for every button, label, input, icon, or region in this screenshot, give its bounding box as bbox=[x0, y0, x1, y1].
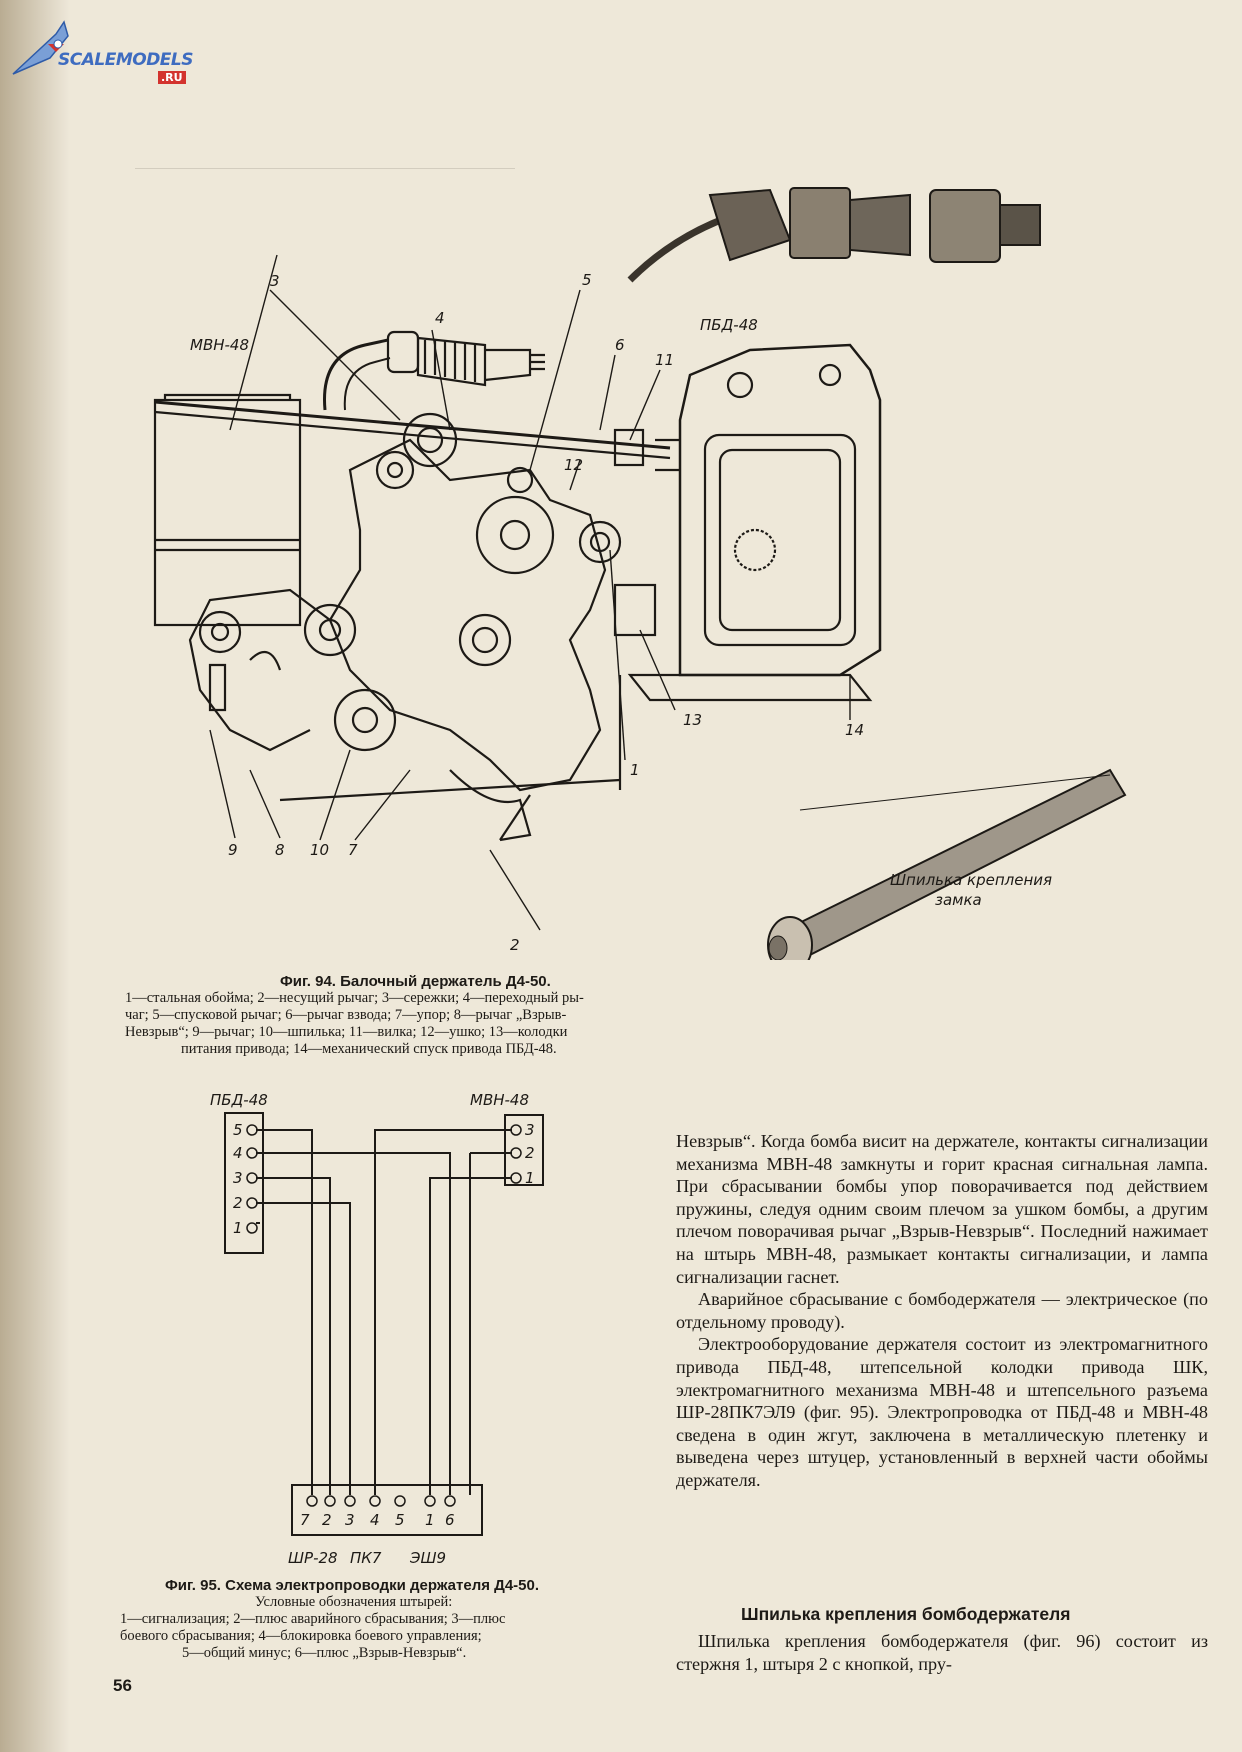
figure-94-caption: Фиг. 94. Балочный держатель Д4-50. 1—ста… bbox=[125, 973, 765, 1058]
label-6: 6 bbox=[615, 336, 625, 354]
pbd-pin-2: 2 bbox=[233, 1194, 243, 1212]
shr-pin-2: 2 bbox=[322, 1511, 332, 1529]
label-11: 11 bbox=[655, 351, 674, 369]
pin-label-line1: Шпилька крепления bbox=[890, 871, 1052, 889]
label-14: 14 bbox=[845, 721, 864, 739]
bleed-through-left bbox=[135, 168, 515, 329]
label-8: 8 bbox=[275, 841, 285, 859]
shr-pin-5: 5 bbox=[395, 1511, 405, 1529]
label-12: 12 bbox=[564, 456, 583, 474]
pin-label-line2: замка bbox=[935, 891, 982, 909]
label-10: 10 bbox=[310, 841, 329, 859]
pbd-pin-4: 4 bbox=[233, 1144, 243, 1162]
paragraph-pin: Шпилька крепления бомбодержателя (фиг. 9… bbox=[676, 1631, 1208, 1674]
label-5: 5 bbox=[582, 271, 592, 289]
figure-94-caption-line3: Невзрыв“; 9—рычаг; 10—шпилька; 11—вилка;… bbox=[125, 1024, 568, 1040]
mvn-pin-2: 2 bbox=[525, 1144, 535, 1162]
body-text-column: Невзрыв“. Когда бомба висит на держателе… bbox=[676, 1130, 1208, 1492]
mounting-pin-illustration bbox=[767, 768, 1127, 960]
pbd-pin-5: 5 bbox=[233, 1121, 243, 1139]
shr28-connector-block bbox=[291, 1484, 483, 1536]
paragraph-signal: Невзрыв“. Когда бомба висит на держателе… bbox=[676, 1131, 1208, 1287]
figure-95-caption-line2: боевого сбрасывания; 4—блокировка боевог… bbox=[120, 1628, 482, 1644]
watermark-suffix: .RU bbox=[158, 71, 186, 84]
mvn-pin-3: 3 bbox=[525, 1121, 535, 1139]
label-1: 1 bbox=[630, 761, 640, 779]
figure-95-caption-line3: 5—общий минус; 6—плюс „Взрыв-Невзрыв“. bbox=[182, 1645, 467, 1661]
label-mvn48: МВН-48 bbox=[190, 336, 249, 354]
label-13: 13 bbox=[683, 711, 702, 729]
conn-label-shr28: ШР-28 bbox=[288, 1549, 338, 1567]
connector-detail bbox=[627, 187, 1041, 283]
figure-94-title: Фиг. 94. Балочный держатель Д4-50. bbox=[280, 973, 551, 990]
mvn48-connector-block bbox=[504, 1114, 544, 1186]
label-pbd48: ПБД-48 bbox=[700, 316, 758, 334]
watermark-name: SCALEMODELS bbox=[58, 50, 194, 70]
figure-95-caption: Фиг. 95. Схема электропроводки держателя… bbox=[120, 1577, 660, 1662]
figure-94-caption-line4: питания привода; 14—механический спуск п… bbox=[181, 1041, 557, 1057]
shr-pin-4: 4 bbox=[370, 1511, 380, 1529]
figure-95-title: Фиг. 95. Схема электропроводки держателя… bbox=[165, 1577, 540, 1594]
figure-94-caption-line1: 1—стальная обойма; 2—несущий рычаг; 3—се… bbox=[125, 990, 584, 1006]
conn-label-esh9: ЭШ9 bbox=[409, 1549, 446, 1567]
fig95-label-mvn48: МВН-48 bbox=[470, 1091, 529, 1109]
figure-94-drawing: МВН-48 3 4 5 6 11 ПБД-48 12 9 8 10 7 1 1… bbox=[153, 187, 1127, 960]
conn-label-pk7: ПК7 bbox=[350, 1549, 382, 1567]
fig95-label-pbd48: ПБД-48 bbox=[210, 1091, 268, 1109]
page-number: 56 bbox=[113, 1676, 132, 1695]
site-watermark-logo: SCALEMODELS .RU bbox=[8, 14, 194, 84]
mvn-pin-1: 1 bbox=[525, 1169, 535, 1187]
shr-pin-7: 7 bbox=[300, 1511, 310, 1529]
binding-shadow bbox=[0, 0, 70, 1752]
shr-pin-3: 3 bbox=[345, 1511, 355, 1529]
section-heading: Шпилька крепления бомбодержателя bbox=[741, 1604, 1071, 1624]
jet-icon bbox=[12, 20, 69, 75]
paragraph-electrical: Электрооборудование держателя состоит из… bbox=[676, 1334, 1208, 1490]
pbd-pin-1: 1 bbox=[233, 1219, 243, 1237]
shr-pin-1: 1 bbox=[425, 1511, 435, 1529]
shr-pin-6: 6 bbox=[445, 1511, 455, 1529]
figure-94-caption-line2: чаг; 5—спусковой рычаг; 6—рычаг взвода; … bbox=[125, 1007, 567, 1023]
body-text-continued: Шпилька крепления бомбодержателя (фиг. 9… bbox=[676, 1630, 1208, 1675]
label-7: 7 bbox=[348, 841, 358, 859]
paragraph-emergency: Аварийное сбрасывание с бомбодержателя —… bbox=[676, 1289, 1208, 1332]
pbd-pin-3: 3 bbox=[233, 1169, 243, 1187]
label-9: 9 bbox=[228, 841, 238, 859]
label-2: 2 bbox=[510, 936, 520, 954]
pbd48-connector-block bbox=[224, 1112, 264, 1254]
figure-95-caption-sub: Условные обозначения штырей: bbox=[255, 1594, 453, 1610]
figure-95-wiring-diagram: ПБД-48 МВН-48 5 4 3 2 1 3 2 1 7 2 3 4 5 … bbox=[210, 1091, 544, 1567]
figure-95-caption-line1: 1—сигнализация; 2—плюс аварийного сбрасы… bbox=[120, 1611, 506, 1627]
label-3: 3 bbox=[270, 272, 280, 290]
label-4: 4 bbox=[435, 309, 445, 327]
mvn48-body bbox=[153, 398, 302, 627]
